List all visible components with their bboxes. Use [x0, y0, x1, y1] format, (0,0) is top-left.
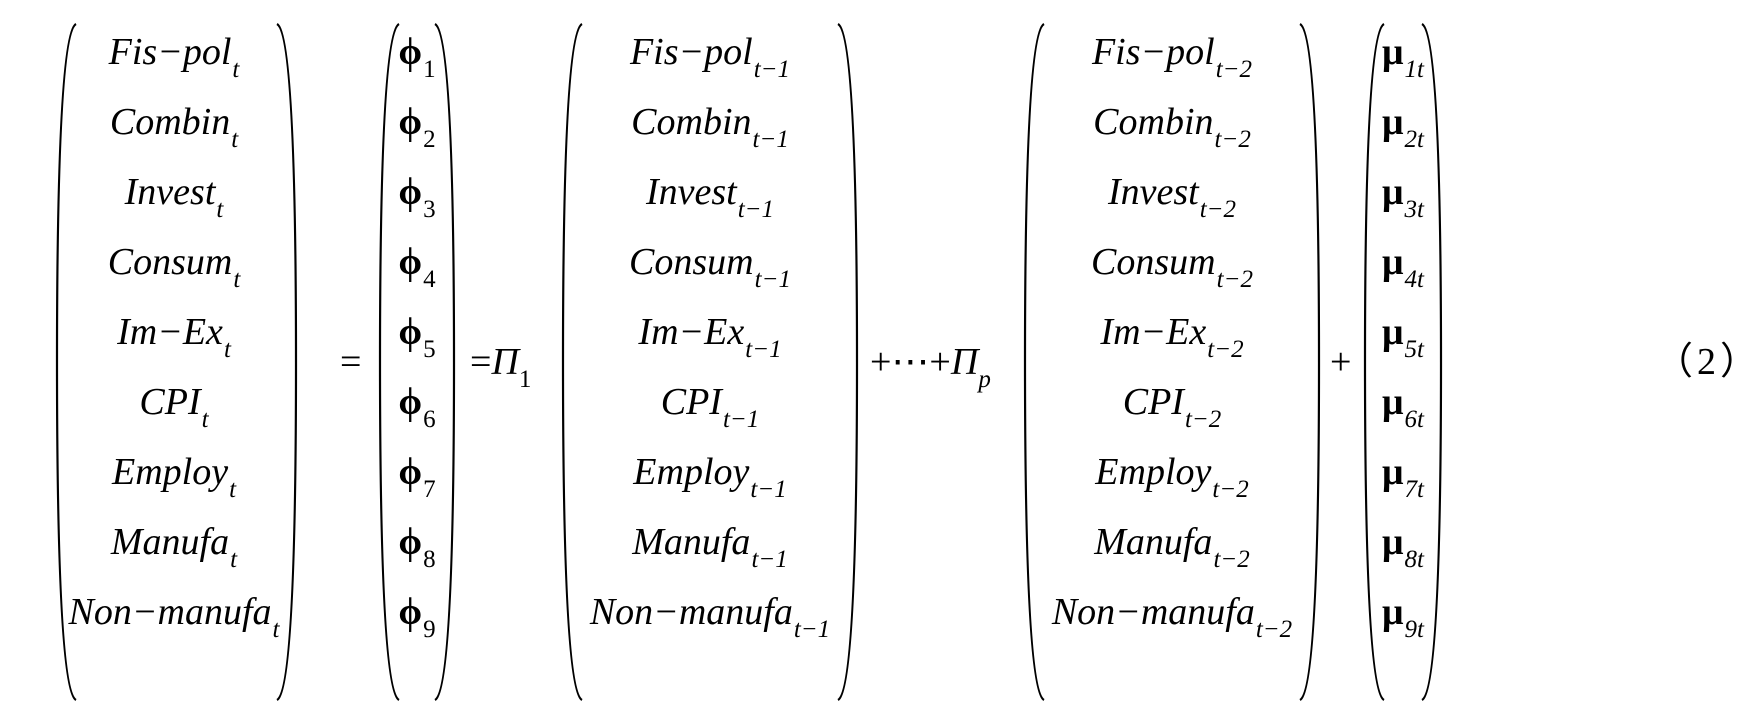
- matrix-cell: Investt−2: [1107, 171, 1237, 223]
- matrix-lhs: Fis−polt Combint Investt Consumt Im−Ext …: [54, 22, 299, 702]
- left-paren: [54, 22, 80, 702]
- matrix-cell: Consumt: [107, 241, 241, 293]
- plus-sign: +: [1330, 341, 1352, 383]
- matrix-cell: Manufat: [110, 521, 238, 573]
- left-paren: [560, 22, 586, 702]
- matrix-cells: Fis−polt−2 Combint−2 Investt−2 Consumt−2…: [1036, 22, 1308, 702]
- matrix-cell: Employt−1: [633, 451, 787, 503]
- matrix-cell: μ1t: [1382, 31, 1424, 83]
- matrix-cell: Fis−polt: [108, 31, 240, 83]
- matrix-cell: ϕ5: [398, 311, 436, 363]
- matrix-cell: ϕ9: [398, 591, 436, 643]
- matrix-cell: ϕ7: [398, 451, 436, 503]
- matrix-cell: CPIt−1: [660, 381, 760, 433]
- matrix-cells: ϕ1 ϕ2 ϕ3 ϕ4 ϕ5 ϕ6 ϕ7 ϕ8 ϕ9: [387, 22, 447, 702]
- matrix-cell: Investt−1: [645, 171, 775, 223]
- matrix-phi: ϕ1 ϕ2 ϕ3 ϕ4 ϕ5 ϕ6 ϕ7 ϕ8 ϕ9: [377, 22, 457, 702]
- matrix-cell: Fis−polt−1: [629, 31, 791, 83]
- matrix-cell: Im−Ext−2: [1100, 311, 1244, 363]
- matrix-cell: Combint−1: [631, 101, 789, 153]
- matrix-cell: Employt: [111, 451, 237, 503]
- matrix-cell: ϕ6: [398, 381, 436, 433]
- matrix-mu: μ1t μ2t μ3t μ4t μ5t μ6t μ7t μ8t μ9t: [1362, 22, 1444, 702]
- left-paren: [1022, 22, 1048, 702]
- matrix-lag-2: Fis−polt−2 Combint−2 Investt−2 Consumt−2…: [1022, 22, 1322, 702]
- matrix-cell: Fis−polt−2: [1091, 31, 1253, 83]
- matrix-cell: Consumt−2: [1091, 241, 1253, 293]
- left-paren: [377, 22, 403, 702]
- matrix-cell: Consumt−1: [629, 241, 791, 293]
- right-paren: [1296, 22, 1322, 702]
- right-paren: [834, 22, 860, 702]
- right-paren: [273, 22, 299, 702]
- matrix-cell: Non−manufat: [68, 591, 280, 643]
- matrix-cell: ϕ8: [398, 521, 436, 573]
- matrix-cell: Combint: [109, 101, 239, 153]
- left-paren: [1362, 22, 1388, 702]
- matrix-cell: Non−manufat−2: [1051, 591, 1293, 643]
- equals-sign: =: [340, 341, 362, 383]
- matrix-cell: CPIt: [139, 381, 209, 433]
- matrix-lag-1: Fis−polt−1 Combint−1 Investt−1 Consumt−1…: [560, 22, 860, 702]
- equals-pi-1: =Π1: [470, 341, 532, 393]
- matrix-cell: Non−manufat−1: [589, 591, 831, 643]
- matrix-cell: Im−Ext−1: [638, 311, 782, 363]
- matrix-cell: Im−Ext: [117, 311, 231, 363]
- matrix-cell: Combint−2: [1093, 101, 1251, 153]
- matrix-cells: Fis−polt Combint Investt Consumt Im−Ext …: [68, 22, 280, 702]
- matrix-cells: μ1t μ2t μ3t μ4t μ5t μ6t μ7t μ8t μ9t: [1372, 22, 1434, 702]
- matrix-cell: Employt−2: [1095, 451, 1249, 503]
- matrix-cell: ϕ2: [398, 101, 436, 153]
- matrix-cell: CPIt−2: [1122, 381, 1222, 433]
- matrix-cell: μ9t: [1382, 591, 1424, 643]
- matrix-cell: ϕ4: [398, 241, 436, 293]
- matrix-cell: μ6t: [1382, 381, 1424, 433]
- matrix-cell: μ2t: [1382, 101, 1424, 153]
- matrix-cell: μ5t: [1382, 311, 1424, 363]
- matrix-cell: ϕ3: [398, 171, 436, 223]
- matrix-cell: Manufat−2: [1094, 521, 1250, 573]
- matrix-cells: Fis−polt−1 Combint−1 Investt−1 Consumt−1…: [574, 22, 846, 702]
- equation-number: （2）: [1655, 341, 1738, 383]
- matrix-cell: Investt: [124, 171, 224, 223]
- matrix-cell: μ8t: [1382, 521, 1424, 573]
- matrix-cell: Manufat−1: [632, 521, 788, 573]
- matrix-cell: μ4t: [1382, 241, 1424, 293]
- plus-dots-pi-p: +⋯+Πp: [870, 341, 991, 393]
- matrix-cell: μ7t: [1382, 451, 1424, 503]
- matrix-cell: ϕ1: [398, 31, 436, 83]
- right-paren: [431, 22, 457, 702]
- right-paren: [1418, 22, 1444, 702]
- matrix-cell: μ3t: [1382, 171, 1424, 223]
